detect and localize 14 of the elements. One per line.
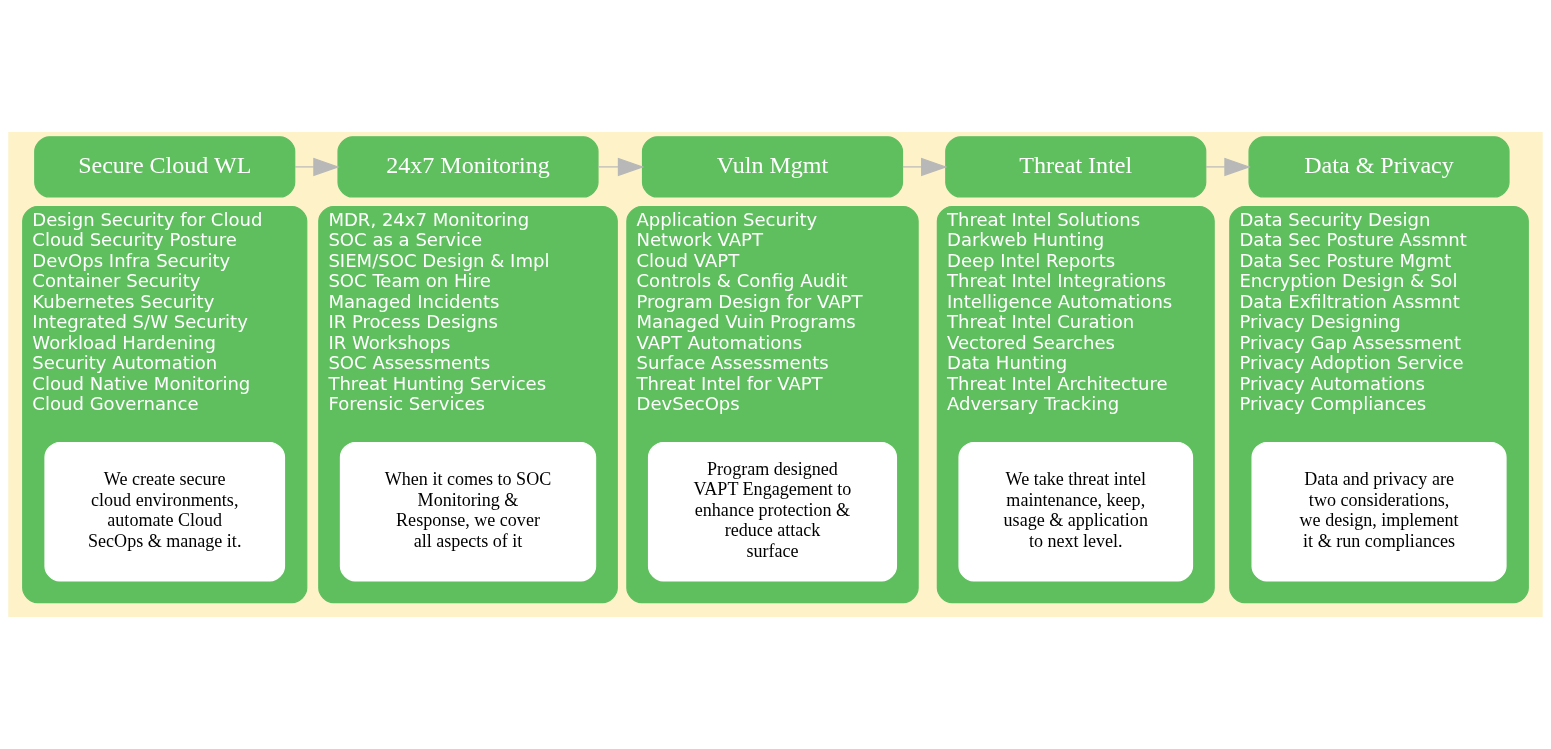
arrow bbox=[1205, 157, 1251, 177]
node-box: Secure Cloud WL bbox=[34, 136, 296, 198]
node-box: We take threat intel maintenance, keep, usage & application to next level. bbox=[958, 441, 1194, 582]
node-box: When it comes to SOC Monitoring & Response, we cover all aspects of it bbox=[339, 441, 597, 582]
arrow bbox=[294, 157, 340, 177]
node-box: We create secure cloud environments, automate Cloud SecOps & manage it. bbox=[44, 441, 286, 582]
node-box: Data & Privacy bbox=[1248, 136, 1510, 198]
node-box: 24x7 Monitoring bbox=[337, 136, 599, 198]
arrow bbox=[902, 157, 948, 177]
node-box: Threat Intel bbox=[945, 136, 1207, 198]
arrow bbox=[597, 157, 645, 177]
node-box: Program designed VAPT Engagement to enhance protection & reduce attack surface bbox=[647, 441, 898, 582]
node-box: Data and privacy are two considerations, we design, implement it & run compliances bbox=[1251, 441, 1507, 582]
node-box: Vuln Mgmt bbox=[641, 136, 904, 198]
